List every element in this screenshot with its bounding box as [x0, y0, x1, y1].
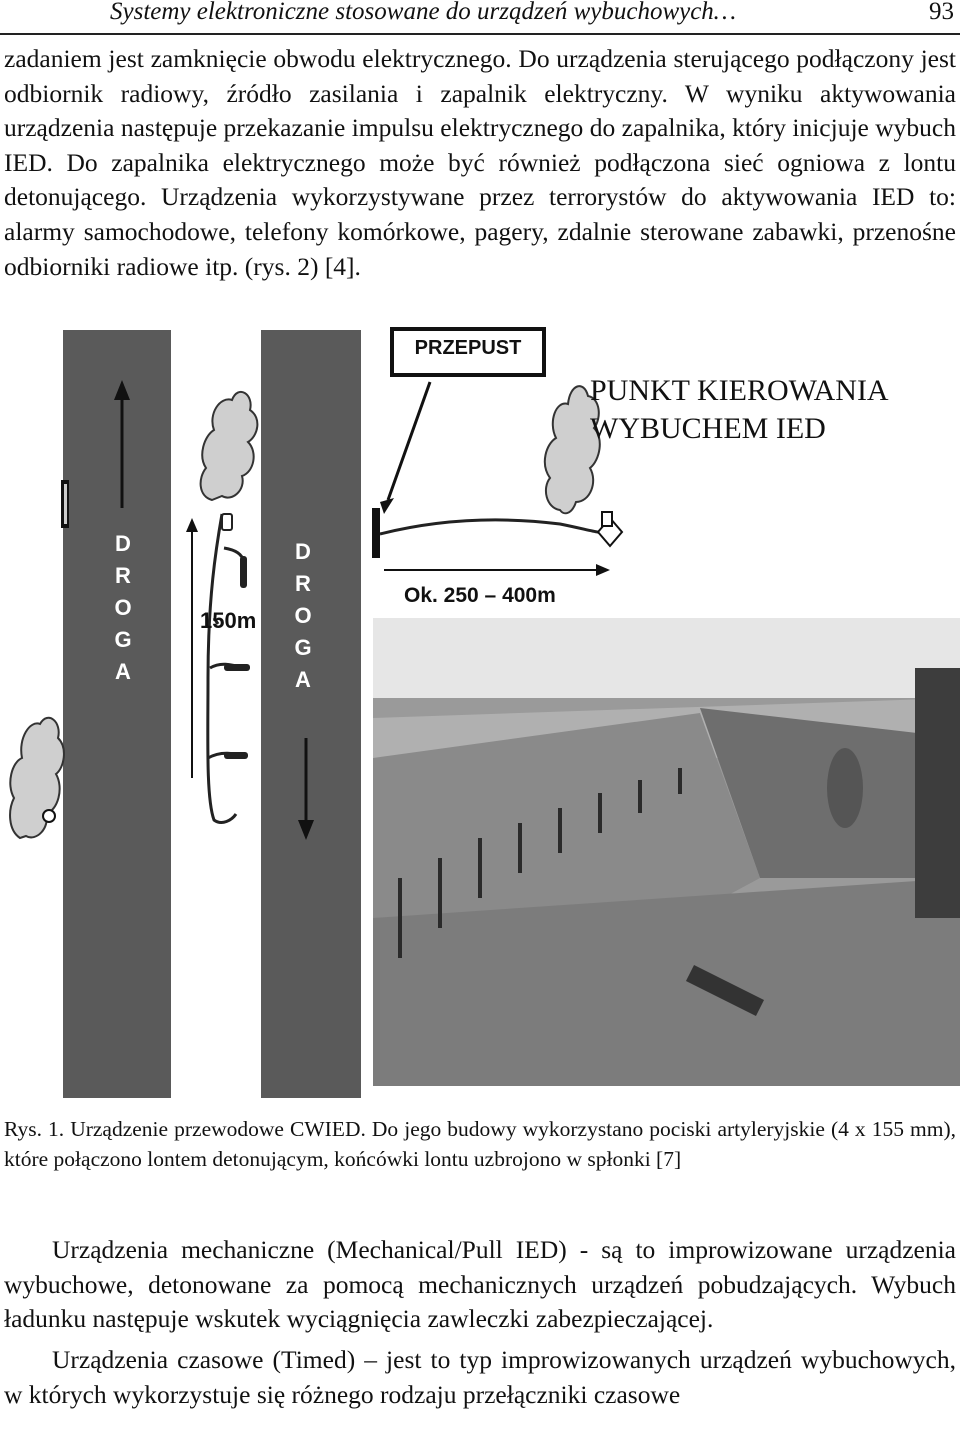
- culvert-pointer-arrow: [380, 381, 432, 514]
- road-left-label: D R O G A: [108, 528, 138, 688]
- road-right-text: D R O G A: [294, 539, 312, 692]
- culvert-marker-right: [372, 508, 380, 558]
- range-arrow: [384, 564, 610, 576]
- distance-dimension: [186, 518, 198, 778]
- arrow-up-icon: [114, 380, 130, 508]
- culvert-label: PRZEPUST: [414, 337, 522, 359]
- photo-icon: [373, 618, 960, 1086]
- road-left-text: D R O G A: [114, 531, 132, 684]
- distance-label: 150m: [200, 608, 257, 633]
- running-title: Systemy elektroniczne stosowane do urząd…: [110, 0, 737, 25]
- body-paragraph-1: zadaniem jest zamknięcie obwodu elektryc…: [4, 44, 956, 281]
- command-point-line-1: PUNKT KIEROWANIA: [590, 374, 889, 407]
- body-paragraph-2: Urządzenia mechaniczne (Mechanical/Pull …: [4, 1235, 956, 1334]
- command-point-label: PUNKT KIEROWANIA WYBUCHEM IED: [590, 372, 889, 448]
- page-number: 93: [929, 0, 954, 25]
- artillery-shell-icon: [221, 513, 250, 759]
- range-label: Ok. 250 – 400m: [404, 584, 556, 607]
- figure-caption: Rys. 1. Urządzenie przewodowe CWIED. Do …: [4, 1117, 956, 1171]
- shrub-icon: [9, 717, 65, 840]
- culvert-box: PRZEPUST: [390, 327, 546, 377]
- road-right: [261, 330, 361, 1098]
- figure-diagram: [9, 330, 960, 1098]
- page-header: Systemy elektroniczne stosowane do urząd…: [0, 0, 960, 35]
- command-point-line-2: WYBUCHEM IED: [590, 412, 826, 445]
- shrub-icon: [199, 390, 259, 502]
- road-right-label: D R O G A: [288, 536, 318, 696]
- road-left: [63, 330, 171, 1098]
- arrow-down-icon: [298, 738, 314, 840]
- figure-cwied: PRZEPUST PUNKT KIEROWANIA WYBUCHEM IED D…: [0, 318, 960, 1098]
- trigger-device-icon: [596, 511, 624, 548]
- header-rule: [0, 33, 960, 35]
- firing-wire: [379, 518, 607, 536]
- shrub-icon: [543, 385, 601, 515]
- body-paragraph-3: Urządzenia czasowe (Timed) – jest to typ…: [4, 1345, 956, 1409]
